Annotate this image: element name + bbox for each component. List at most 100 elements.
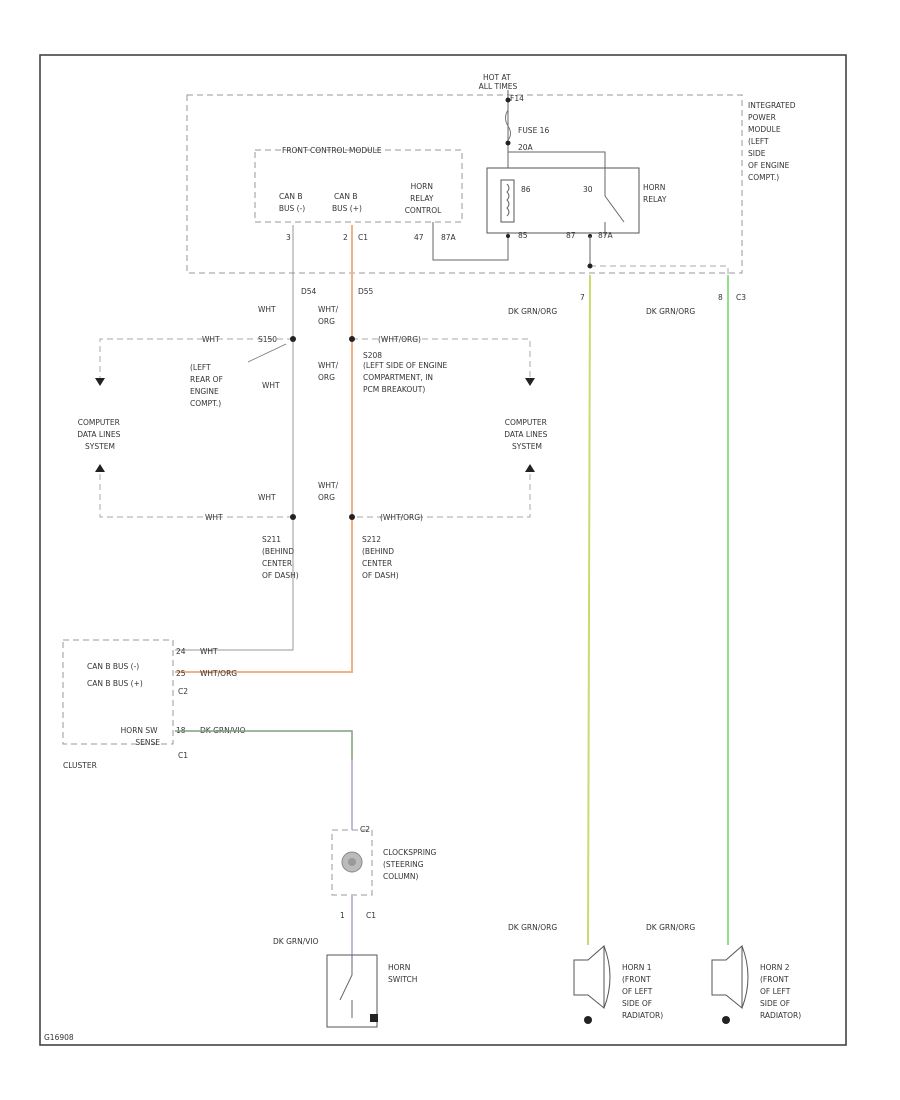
clockspring-pin-1: 1 <box>340 911 345 920</box>
right-cdl-arrow-down-icon <box>525 378 535 386</box>
wht-org-label-2: WHT/ ORG <box>318 361 341 382</box>
splice-s212 <box>349 514 355 520</box>
ipm-connector-c3: C3 <box>736 293 746 302</box>
clockspring-center <box>348 858 356 866</box>
can-b-low-wire <box>175 225 294 651</box>
splice-s150 <box>290 336 296 342</box>
cluster-wire-wht-org: WHT/ORG <box>200 669 237 678</box>
clockspring-label: CLOCKSPRING (STEERING COLUMN) <box>383 848 439 881</box>
horn-switch-contact <box>339 955 353 1018</box>
wht-org-right-label: (WHT/ORG) <box>378 335 421 344</box>
wht-org-label-1: WHT/ ORG <box>318 305 341 326</box>
horn2-ground-icon <box>722 1016 730 1024</box>
horn2-feed-wire-label: DK GRN/ORG <box>646 307 695 316</box>
hot-at-all-times-label: HOT AT ALL TIMES <box>479 73 518 91</box>
wht-label-2: WHT <box>262 381 280 390</box>
horn-relay-label: HORN RELAY <box>643 183 668 204</box>
fuse-label: FUSE 16 <box>518 126 549 135</box>
fuse-to-relay-30-wire <box>508 151 606 168</box>
ipm-pin-7: 7 <box>580 293 585 302</box>
relay-pin-85-terminal <box>506 234 510 238</box>
relay-output-bus-dashed <box>590 265 729 282</box>
left-computer-data-lines-label: COMPUTER DATA LINES SYSTEM <box>77 418 123 451</box>
horn2-label: HORN 2 (FRONT OF LEFT SIDE OF RADIATOR) <box>760 963 801 1020</box>
wht-label-1: WHT <box>258 305 276 314</box>
s150-leader <box>247 343 287 363</box>
horn1-feed-wire-label: DK GRN/ORG <box>508 307 557 316</box>
splice-s208 <box>349 336 355 342</box>
fcm-can-b-low-label: CAN B BUS (-) <box>279 192 305 213</box>
diagram-frame <box>39 54 847 1046</box>
cluster-label: CLUSTER <box>63 761 97 770</box>
fcm-can-b-high-label: CAN B BUS (+) <box>332 192 362 213</box>
horn-relay-box <box>486 167 640 234</box>
cluster-pin-25: 25 <box>176 669 186 678</box>
right-cdl-top-branch <box>352 338 531 378</box>
left-cdl-top-branch <box>99 338 293 378</box>
left-cdl-bottom-branch <box>99 474 293 518</box>
wire-d54-label: D54 <box>301 287 317 296</box>
fcm-pin-47: 47 <box>414 233 424 242</box>
wht-label-3: WHT <box>258 493 276 502</box>
relay-pin-85-label: 85 <box>518 231 528 240</box>
horn-sense-wire-top <box>175 730 353 760</box>
front-control-module-label: FRONT CONTROL MODULE <box>282 146 382 155</box>
horn2-wire-label: DK GRN/ORG <box>646 923 695 932</box>
clockspring-connector-c1: C1 <box>366 911 376 920</box>
fcm-pin-3: 3 <box>286 233 291 242</box>
fuse-element <box>505 109 511 141</box>
left-cdl-arrow-up-icon <box>95 464 105 472</box>
left-cdl-arrow-down-icon <box>95 378 105 386</box>
splice-s212-label: S212 (BEHIND CENTER OF DASH) <box>362 535 399 580</box>
ipm-pin-8: 8 <box>718 293 723 302</box>
horn1-wire-label: DK GRN/ORG <box>508 923 557 932</box>
fuse-bottom-terminal <box>505 140 511 146</box>
relay-output-splice <box>587 263 593 269</box>
cluster-can-b-low-label: CAN B BUS (-) <box>87 662 139 671</box>
wht-bottom-label: WHT <box>205 513 223 522</box>
cluster-connector-c1: C1 <box>178 751 188 760</box>
figure-id: G16908 <box>44 1033 74 1042</box>
splice-s150-location: (LEFT REAR OF ENGINE COMPT.) <box>190 363 225 408</box>
cluster-box <box>62 639 174 745</box>
relay-pin-87-label: 87 <box>566 231 576 240</box>
wht-org-bottom-label: (WHT/ORG) <box>380 513 423 522</box>
wire-d55-label: D55 <box>358 287 374 296</box>
ipm-box <box>186 94 743 274</box>
fuse-number-label: F14 <box>510 94 524 103</box>
fuse-top-terminal <box>505 97 511 103</box>
clockspring-connector-c2: C2 <box>360 825 370 834</box>
horn1-label: HORN 1 (FRONT OF LEFT SIDE OF RADIATOR) <box>622 963 663 1020</box>
horn2-bell <box>741 945 749 1009</box>
splice-s150-label: S150 <box>258 335 277 344</box>
splice-s211-label: S211 (BEHIND CENTER OF DASH) <box>262 535 299 580</box>
splice-s208-label: S208 <box>363 351 382 360</box>
relay-control-wire <box>432 222 509 261</box>
splice-s208-location: (LEFT SIDE OF ENGINE COMPARTMENT, IN PCM… <box>363 361 450 394</box>
horn1-icon <box>573 944 605 1010</box>
horn2-icon <box>711 944 743 1010</box>
fcm-pin-2: 2 <box>343 233 348 242</box>
cluster-can-b-high-label: CAN B BUS (+) <box>87 679 143 688</box>
relay-pin-87a-label: 87A <box>598 231 614 240</box>
can-b-high-wire <box>175 225 353 673</box>
splice-s211 <box>290 514 296 520</box>
wht-left-label: WHT <box>202 335 220 344</box>
horn-relay-coil <box>500 179 515 223</box>
right-computer-data-lines-label: COMPUTER DATA LINES SYSTEM <box>504 418 550 451</box>
wht-org-label-3: WHT/ ORG <box>318 481 341 502</box>
horn-switch-ground-icon <box>370 1014 378 1022</box>
horn-relay-control-label: HORN RELAY CONTROL <box>405 182 442 215</box>
relay-switch-contact <box>604 168 625 236</box>
horn1-bell <box>603 945 611 1009</box>
cluster-wire-wht: WHT <box>200 647 218 656</box>
horn-switch-wire-label: DK GRN/VIO <box>273 937 319 946</box>
right-cdl-arrow-up-icon <box>525 464 535 472</box>
fcm-pin-87a: 87A <box>441 233 457 242</box>
horn-relay-coil-winding <box>506 183 510 217</box>
horn1-feed-wire <box>587 274 591 946</box>
horn-switch-label: HORN SWITCH <box>388 963 417 984</box>
cluster-horn-sw-sense-label: HORN SW SENSE <box>121 726 161 747</box>
horn1-ground-icon <box>584 1016 592 1024</box>
